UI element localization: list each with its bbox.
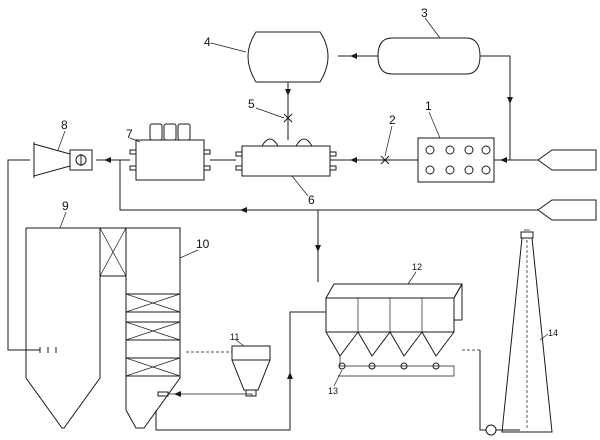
exhaust-fan-icon [485, 424, 497, 436]
leader-12 [407, 271, 417, 285]
flow-arrow [507, 97, 513, 104]
flow-arrow [500, 157, 507, 163]
flow-arrow [285, 89, 291, 96]
pipe-to-tank-3 [480, 55, 511, 160]
flow-arrow [240, 207, 247, 213]
nozzles [39, 347, 57, 353]
unit-11-hopper [231, 345, 271, 397]
label-9: 9 [62, 199, 69, 213]
unit-6-mixer [235, 138, 337, 177]
inlet-top-right [537, 149, 597, 171]
label-7: 7 [126, 127, 133, 141]
pipe-12-to-fan [479, 350, 486, 431]
leader-7 [129, 137, 141, 143]
label-13: 13 [328, 386, 338, 396]
leader-9 [59, 211, 67, 229]
pipe-inlet-to-7 [119, 160, 538, 211]
valve-5 [283, 113, 293, 123]
leader-10 [179, 249, 199, 259]
label-14: 14 [548, 328, 558, 338]
unit-3-storage-tank [377, 37, 481, 75]
flow-arrow [350, 157, 357, 163]
unit-10-tower [99, 227, 181, 429]
pipe-10-to-12 [155, 311, 326, 431]
label-5: 5 [248, 97, 255, 111]
leader-14 [539, 333, 549, 341]
flow-arrow [104, 157, 111, 163]
flow-arrow [174, 391, 181, 397]
leader-8 [57, 130, 66, 151]
unit-14-chimney [501, 229, 553, 433]
unit-7-module [129, 123, 211, 181]
unit-1-module [417, 137, 495, 183]
inlet-bottom-right [537, 199, 597, 221]
leader-4 [210, 42, 247, 53]
unit-12-filter [325, 283, 463, 377]
label-10: 10 [196, 237, 210, 251]
leader-3 [424, 17, 441, 39]
valve-2 [380, 155, 390, 165]
pipe-8-to-9 [7, 159, 40, 351]
leader-13 [333, 369, 343, 387]
label-4: 4 [204, 35, 211, 49]
flow-arrow [287, 372, 293, 379]
leader-11 [235, 339, 245, 347]
label-8: 8 [61, 118, 68, 132]
label-11: 11 [230, 332, 239, 342]
flow-arrow [315, 245, 321, 252]
leader-2 [384, 125, 393, 157]
label-1: 1 [425, 99, 432, 113]
unit-8-blower [33, 142, 93, 178]
label-2: 2 [389, 113, 396, 127]
flow-arrow [350, 53, 357, 59]
unit-4-vessel [247, 31, 329, 83]
unit-9-furnace [25, 227, 101, 429]
label-12: 12 [412, 262, 422, 272]
label-3: 3 [421, 6, 428, 20]
leader-1 [428, 111, 441, 139]
leader-5 [255, 107, 285, 119]
label-6: 6 [308, 193, 315, 207]
leader-6 [291, 175, 309, 197]
pipe-11-to-10 [168, 393, 253, 396]
